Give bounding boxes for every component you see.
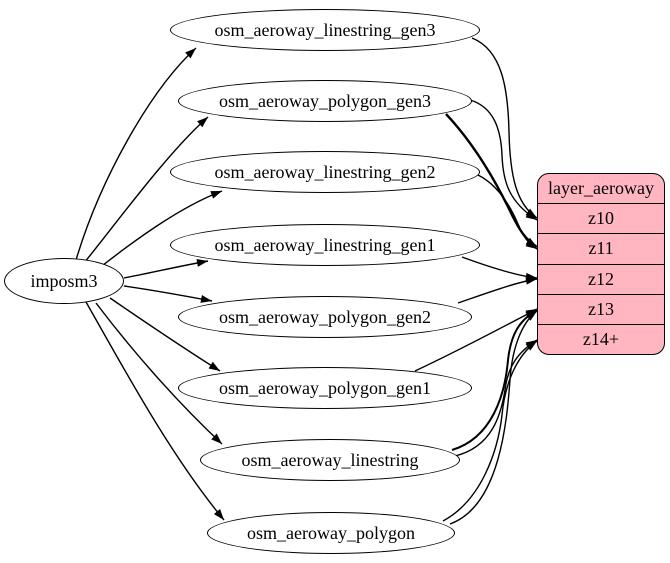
arrowhead-osm_aeroway_polygon_gen2-z12: [525, 276, 537, 285]
layer-row-z12: z12: [538, 265, 664, 295]
edge-osm_aeroway_linestring-z14: [454, 339, 538, 457]
arrowhead-osm_aeroway_polygon-z13: [525, 311, 537, 321]
edge-osm_aeroway_polygon_gen2-z12: [457, 278, 538, 304]
edge-osm_aeroway_polygon_gen3-z11: [445, 113, 538, 249]
edge-osm_aeroway_polygon-z14: [442, 340, 538, 522]
node-imposm3: imposm3: [4, 258, 124, 304]
edge-imposm3-osm_aeroway_linestring_gen2: [97, 190, 223, 270]
edge-imposm3-osm_aeroway_linestring_gen3: [75, 47, 197, 261]
node-osm-aeroway-linestring: osm_aeroway_linestring: [200, 439, 460, 481]
layer-aeroway-title: layer_aeroway: [538, 174, 664, 205]
edge-imposm3-osm_aeroway_polygon: [85, 301, 225, 521]
node-osm-aeroway-linestring-gen1: osm_aeroway_linestring_gen1: [170, 224, 480, 266]
arrowhead-imposm3-osm_aeroway_polygon_gen1: [208, 361, 220, 371]
node-label: osm_aeroway_polygon_gen3: [219, 90, 431, 111]
layer-row-z11: z11: [538, 234, 664, 265]
arrowhead-imposm3-osm_aeroway_linestring_gen3: [185, 48, 196, 59]
edge-osm_aeroway_linestring_gen1-z12: [461, 256, 538, 279]
arrowhead-osm_aeroway_polygon-z14: [525, 341, 537, 351]
node-label: osm_aeroway_polygon_gen2: [219, 306, 431, 327]
edge-imposm3-osm_aeroway_polygon_gen3: [83, 116, 209, 264]
node-osm-aeroway-linestring-gen2: osm_aeroway_linestring_gen2: [170, 151, 480, 193]
node-label: osm_aeroway_polygon_gen1: [219, 377, 431, 398]
node-osm-aeroway-polygon-gen1: osm_aeroway_polygon_gen1: [178, 367, 472, 409]
arrowhead-imposm3-osm_aeroway_linestring_gen1: [196, 258, 208, 267]
arrowhead-osm_aeroway_linestring_gen2-z11: [525, 239, 537, 249]
edge-imposm3-osm_aeroway_linestring: [95, 302, 223, 445]
arrowhead-imposm3-osm_aeroway_polygon_gen3: [197, 117, 208, 128]
edge-imposm3-osm_aeroway_polygon_gen2: [123, 285, 213, 302]
node-label: osm_aeroway_linestring_gen3: [214, 19, 436, 40]
layer-row-z10: z10: [538, 204, 664, 235]
node-osm-aeroway-polygon-gen2: osm_aeroway_polygon_gen2: [178, 296, 472, 338]
arrowhead-imposm3-osm_aeroway_linestring_gen2: [210, 191, 222, 199]
edge-osm_aeroway_linestring-z13: [451, 309, 538, 451]
node-imposm3-label: imposm3: [30, 270, 98, 291]
arrowhead-imposm3-osm_aeroway_polygon_gen2: [200, 295, 212, 303]
edge-osm_aeroway_polygon-z13: [449, 310, 538, 525]
node-osm-aeroway-linestring-gen3: osm_aeroway_linestring_gen3: [170, 9, 480, 51]
layer-row-z13: z13: [538, 295, 664, 325]
arrowhead-osm_aeroway_polygon_gen3-z10: [525, 210, 537, 220]
node-osm-aeroway-polygon-gen3: osm_aeroway_polygon_gen3: [178, 80, 472, 122]
layer-row-z14: z14+: [582, 328, 620, 349]
edge-osm_aeroway_linestring_gen3-z10: [471, 37, 538, 219]
edge-imposm3-osm_aeroway_polygon_gen1: [109, 297, 221, 372]
node-osm-aeroway-polygon: osm_aeroway_polygon: [207, 512, 455, 554]
node-label: osm_aeroway_linestring_gen2: [214, 161, 436, 182]
node-layer-aeroway: layer_aeroway z10 z11 z12 z13 z14+: [537, 173, 665, 355]
arrowhead-imposm3-osm_aeroway_linestring: [211, 433, 222, 444]
node-label: osm_aeroway_polygon: [247, 522, 415, 543]
node-label: osm_aeroway_linestring: [241, 449, 419, 470]
edge-imposm3-osm_aeroway_linestring_gen1: [123, 260, 209, 279]
arrowhead-imposm3-osm_aeroway_polygon: [213, 508, 224, 520]
node-label: osm_aeroway_linestring_gen1: [214, 234, 436, 255]
edge-osm_aeroway_polygon_gen3-z10: [469, 99, 538, 221]
